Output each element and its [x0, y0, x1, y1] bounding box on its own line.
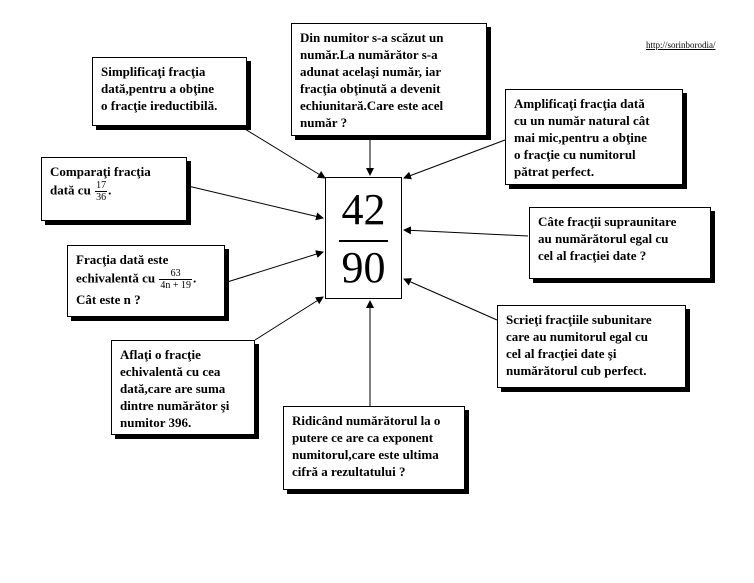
fraction-numerator: 42 [341, 185, 386, 234]
question-box-simplify: Simplificaţi fracţia dată,pentru a obţin… [92, 57, 247, 126]
box-line: Din numitor s-a scăzut un [300, 30, 444, 45]
box-text: dată cu [50, 182, 91, 198]
arrow-equiv [223, 250, 324, 284]
box-line: dintre numărător şi [120, 398, 230, 413]
box-line: echivalentă cu cea [120, 364, 221, 379]
box-line: fracţia obţinută a devenit [300, 81, 441, 96]
question-box-sum: Aflaţi o fracţie echivalentă cu cea dată… [111, 340, 255, 435]
arrow-simplify [239, 125, 326, 179]
box-text: . [192, 270, 197, 286]
box-line: Fracţia dată este [76, 252, 169, 267]
box-line: număr ? [300, 115, 348, 130]
question-box-supraunitary: Câte fracţii supraunitare au numărătorul… [529, 207, 711, 279]
box-line: adunat acelaşi număr, iar [300, 64, 442, 79]
box-text: . [108, 182, 112, 198]
question-box-power: Ridicând numărătorul la o putere ce are … [283, 406, 465, 490]
arrow-amplify [403, 139, 506, 180]
box-line: Scrieţi fracţiile subunitare [506, 312, 652, 327]
box-line: dată,pentru a obţine [101, 81, 215, 96]
box-line: putere ce are ca exponent [292, 430, 434, 445]
box-line-with-fraction: echivalentă cu 63 4n + 19 . [76, 268, 216, 291]
box-line: pătrat perfect. [514, 164, 595, 179]
box-line: Aflaţi o fracţie [120, 347, 201, 362]
box-line: Cât este n ? [76, 292, 141, 307]
central-fraction: 42 90 [325, 177, 402, 299]
box-line: numărătorul cub perfect. [506, 363, 647, 378]
box-line: dată,care are suma [120, 381, 226, 396]
question-box-subunitary: Scrieţi fracţiile subunitare care au num… [497, 305, 686, 388]
inline-fraction: 17 36 [95, 180, 108, 203]
source-url[interactable]: http://sorinborodia/ [646, 40, 716, 50]
box-line-with-fraction: dată cu 17 36 . [50, 180, 178, 203]
arrow-sub [403, 278, 498, 321]
box-line: mai mic,pentru a obţine [514, 130, 647, 145]
box-line: Amplificaţi fracţia dată [514, 96, 645, 111]
box-line: cifră a rezultatului ? [292, 464, 406, 479]
box-line: Câte fracţii supraunitare [538, 214, 677, 229]
box-line: Simplificaţi fracţia [101, 64, 206, 79]
box-line: Comparaţi fracţia [50, 164, 151, 179]
box-text: echivalentă cu [76, 270, 156, 286]
box-line: o fracţie ireductibilă. [101, 98, 218, 113]
question-box-amplify: Amplificaţi fracţia dată cu un număr nat… [505, 89, 683, 185]
question-box-equivalent: Fracţia dată este echivalentă cu 63 4n +… [67, 245, 225, 317]
box-line: cu un număr natural cât [514, 113, 650, 128]
box-line: numitorul,care este ultima [292, 447, 439, 462]
box-line: cel al fracţiei date şi [506, 346, 617, 361]
inline-fraction: 63 4n + 19 [159, 268, 192, 291]
box-line: numitor 396. [120, 415, 192, 430]
box-line: Ridicând numărătorul la o [292, 413, 441, 428]
arrow-compare [187, 185, 324, 221]
box-line: care au numitorul egal cu [506, 329, 649, 344]
arrow-sum [254, 296, 324, 341]
question-box-compare: Comparaţi fracţia dată cu 17 36 . [41, 157, 187, 221]
box-line: echiunitară.Care este acel [300, 98, 444, 113]
box-line: cel al fracţiei date ? [538, 248, 647, 263]
arrow-supra [403, 226, 529, 237]
inline-fraction-numerator: 17 [95, 180, 108, 192]
question-box-subtract: Din numitor s-a scăzut un număr.La număr… [291, 23, 487, 136]
box-line: au numărătorul egal cu [538, 231, 669, 246]
inline-fraction-denominator: 36 [96, 192, 107, 203]
box-line: număr.La numărător s-a [300, 47, 438, 62]
box-line: o fracţie cu numitorul [514, 147, 636, 162]
fraction-denominator: 90 [341, 243, 386, 292]
inline-fraction-numerator: 63 [159, 268, 192, 280]
fraction-bar [339, 240, 388, 242]
inline-fraction-denominator: 4n + 19 [160, 280, 191, 291]
